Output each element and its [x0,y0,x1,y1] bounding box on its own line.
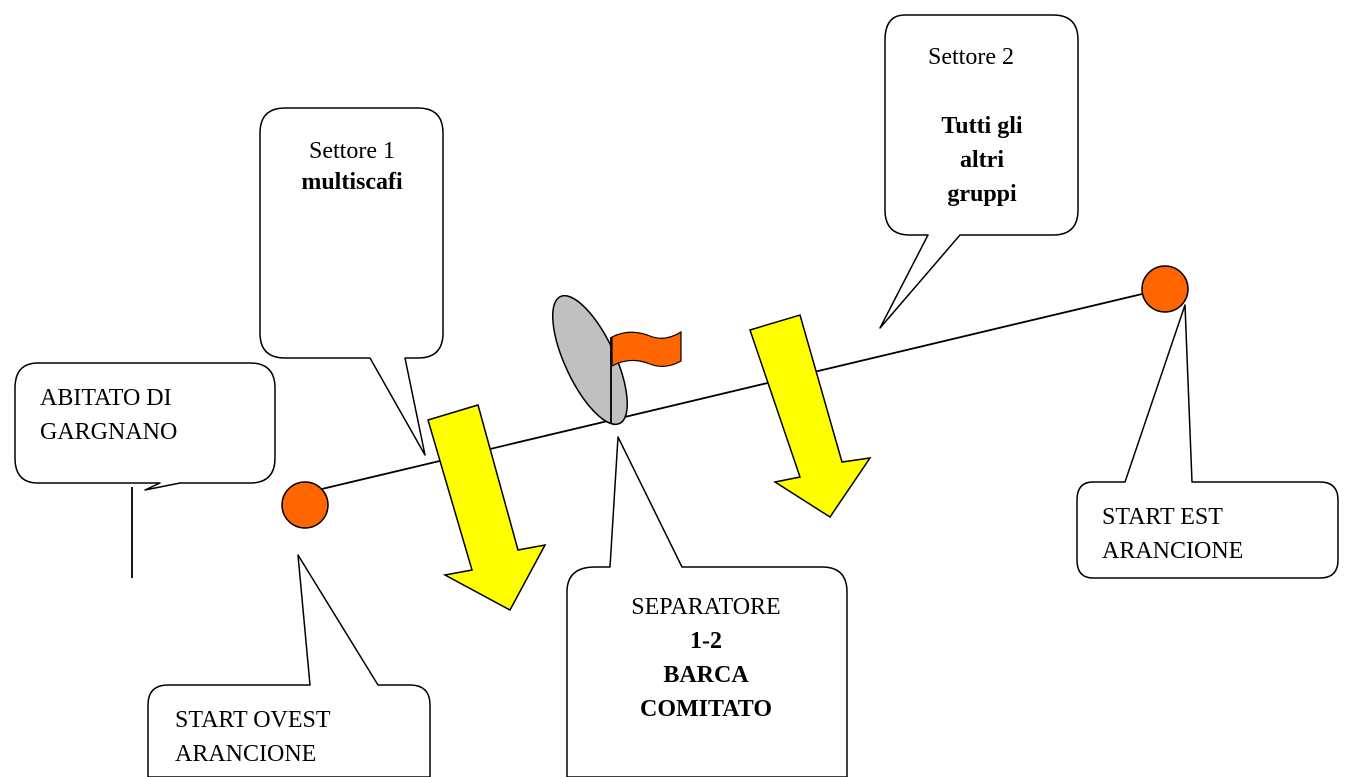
start-est-text-1: START EST [1102,504,1223,530]
start-ovest-buoy-icon [281,481,329,529]
start-est-buoy-icon [1141,265,1189,313]
orange-flag-icon [611,330,682,368]
settore-1-callout: Settore 1 multiscafi [259,107,444,456]
separatore-text-1: SEPARATORE [631,594,780,620]
sector-2-arrow-icon [749,314,872,519]
start-est-callout: START EST ARANCIONE [1076,304,1339,579]
abitato-text-2: GARGNANO [40,419,177,445]
start-ovest-bubble [147,554,431,777]
settore-1-bubble [259,107,444,456]
settore-2-text-3: gruppi [947,181,1017,207]
start-ovest-text-1: START OVEST [175,707,331,733]
settore-1-title: Settore 1 [309,138,395,164]
abitato-text-1: ABITATO DI [40,385,172,411]
start-est-bubble [1076,304,1339,579]
separatore-callout: SEPARATORE 1-2 BARCA COMITATO [566,436,848,777]
start-ovest-text-2: ARANCIONE [175,741,316,767]
start-ovest-callout: START OVEST ARANCIONE [147,554,431,777]
settore-1-text: multiscafi [301,169,403,195]
settore-2-text-2: altri [960,147,1004,173]
separatore-text-2: 1-2 [690,628,722,654]
abitato-callout: ABITATO DI GARGNANO [14,362,276,578]
settore-2-callout: Settore 2 Tutti gli altri gruppi [879,14,1079,329]
abitato-bubble [14,362,276,491]
settore-2-bubble [879,14,1079,329]
sector-1-arrow-icon [427,404,547,612]
separatore-text-3: BARCA [663,662,749,688]
separatore-bubble [566,436,848,777]
start-est-text-2: ARANCIONE [1102,538,1243,564]
committee-boat-icon [551,294,682,426]
separatore-text-4: COMITATO [640,696,772,722]
settore-2-title: Settore 2 [928,44,1014,70]
settore-2-text-1: Tutti gli [941,113,1022,139]
